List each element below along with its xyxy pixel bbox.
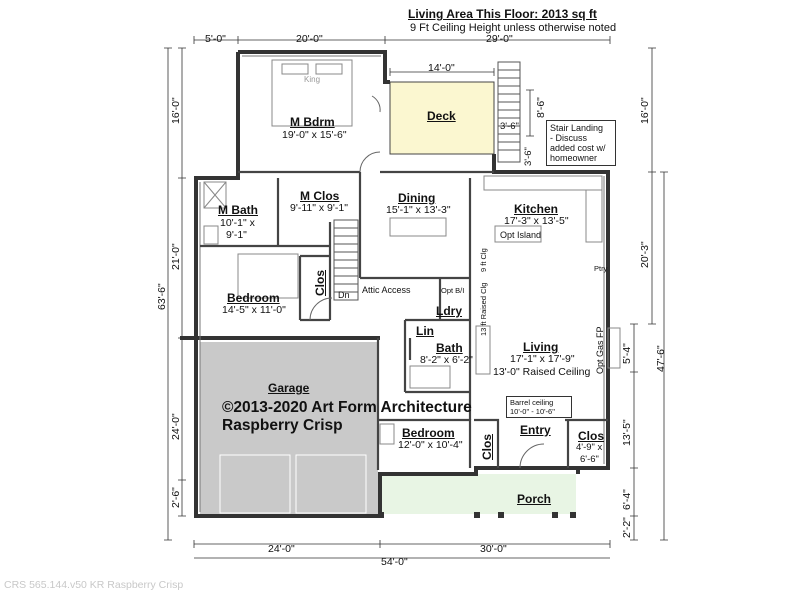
- dim-right-fp: 5'-4": [621, 343, 633, 364]
- deck-stair: [497, 61, 521, 163]
- barrel-ceiling-line2: 10'-0" - 10'-6": [510, 407, 555, 416]
- bath-name: Bath: [436, 341, 463, 355]
- laundry-name: Ldry: [436, 304, 463, 318]
- garage-name: Garage: [268, 381, 310, 395]
- porch-area: [378, 474, 576, 514]
- m-bath-size-1: 10'-1" x: [220, 217, 255, 229]
- m-bdrm-size: 19'-0" x 15'-6": [282, 129, 347, 141]
- copyright-line2: Raspberry Crisp: [222, 417, 343, 434]
- entry-closet-size-1: 4'-9" x: [576, 442, 603, 453]
- living-name: Living: [523, 340, 559, 354]
- bath-size: 8'-2" x 6'-2": [420, 354, 473, 366]
- pantry-label: Ptry: [594, 264, 608, 273]
- linen-label: Lin: [416, 324, 434, 338]
- m-clos-name: M Clos: [300, 189, 340, 203]
- dim-left-upper: 16'-0": [170, 97, 182, 124]
- bedroom-left-closet-label: Clos: [313, 269, 327, 296]
- deck-area: [389, 81, 495, 155]
- dim-right-porch: 6'-4": [621, 489, 633, 510]
- dim-right-lower: 13'-5": [621, 419, 633, 446]
- dim-top-mid: 20'-0": [296, 33, 323, 45]
- opt-gas-fp-label: Opt Gas FP: [595, 326, 605, 374]
- stair-landing-line1: Stair Landing: [550, 123, 604, 133]
- opt-bi-label: Opt B/I: [441, 286, 465, 295]
- stair-landing-line4: homeowner: [550, 153, 598, 163]
- dim-left-total: 63'-6": [156, 283, 168, 310]
- ceiling-13ft-label: 13 ft Raised Clg: [479, 282, 488, 336]
- ceiling-height-note: 9 Ft Ceiling Height unless otherwise not…: [410, 22, 617, 34]
- living-size: 17'-1" x 17'-9": [510, 353, 575, 365]
- living-raised-ceiling: 13'-0" Raised Ceiling: [493, 366, 591, 378]
- bedroom-front-name: Bedroom: [402, 426, 455, 440]
- bedroom-front-size: 12'-0" x 10'-4": [398, 439, 463, 451]
- m-bath-name: M Bath: [218, 203, 258, 217]
- dim-bottom-left: 24'-0": [268, 543, 295, 555]
- dining-name: Dining: [398, 191, 436, 205]
- king-bed-label: King: [304, 75, 321, 84]
- stair-landing-line3: added cost w/: [550, 143, 606, 153]
- dim-left-garage: 24'-0": [170, 413, 182, 440]
- dim-deck-stair-h: 3'-6": [500, 121, 519, 132]
- copyright-line1: ©2013-2020 Art Form Architecture: [222, 399, 472, 416]
- garage-area: [200, 342, 378, 514]
- dim-right-total: 47'-6": [655, 345, 667, 372]
- entry-name: Entry: [520, 423, 551, 437]
- kitchen-size: 17'-3" x 13'-5": [504, 215, 569, 227]
- entry-closet-size-2: 6'-6": [580, 454, 599, 465]
- deck-name: Deck: [427, 109, 456, 123]
- kitchen-name: Kitchen: [514, 202, 559, 216]
- dim-right-kitchen: 20'-3": [639, 241, 651, 268]
- dim-deck-width: 14'-0": [428, 62, 455, 74]
- dim-left-bottom: 2'-6": [170, 487, 182, 508]
- m-clos-size: 9'-11" x 9'-1": [290, 202, 348, 214]
- living-area-title: Living Area This Floor: 2013 sq ft: [408, 7, 597, 21]
- plan-code-footer: CRS 565.144.v50 KR Raspberry Crisp: [4, 579, 184, 591]
- dim-deck-stair-v: 8'-6": [535, 97, 547, 118]
- dining-size: 15'-1" x 13'-3": [386, 204, 451, 216]
- barrel-ceiling-line1: Barrel ceiling: [510, 398, 554, 407]
- exterior-wall-inner-lines: [199, 55, 605, 512]
- bedroom-left-name: Bedroom: [227, 291, 280, 305]
- exterior-walls: [180, 50, 610, 518]
- opt-island-label: Opt Island: [500, 230, 542, 240]
- ceiling-9ft-label: 9 ft Clg: [479, 248, 488, 272]
- interior-stair: [333, 219, 359, 301]
- barrel-ceiling-note: Barrel ceiling 10'-0" - 10'-6": [506, 396, 572, 418]
- attic-access-label: Attic Access: [362, 285, 411, 295]
- m-bath-size-2: 9'-1": [226, 229, 247, 241]
- dim-right-upper: 16'-0": [639, 97, 651, 124]
- m-bdrm-name: M Bdrm: [290, 115, 335, 129]
- bedroom-left-size: 14'-5" x 11'-0": [222, 304, 286, 316]
- stair-landing-note: Stair Landing - Discuss added cost w/ ho…: [546, 120, 616, 166]
- dim-left-mid: 21'-0": [170, 243, 182, 270]
- entry-closet-name: Clos: [578, 429, 605, 443]
- porch-posts: [378, 512, 576, 518]
- dim-bottom-right: 30'-0": [480, 543, 507, 555]
- dim-bottom-total: 54'-0": [381, 556, 408, 568]
- dimension-lines: [164, 36, 668, 559]
- bedroom-front-closet-label: Clos: [480, 433, 494, 460]
- door-swings: [309, 95, 545, 469]
- interior-walls: [200, 170, 608, 470]
- dim-top-left: 5'-0": [205, 33, 226, 45]
- dim-right-bottom: 2'-2": [621, 517, 633, 538]
- stair-landing-line2: - Discuss: [550, 133, 588, 143]
- porch-name: Porch: [517, 492, 552, 506]
- furniture: [203, 59, 621, 514]
- dim-top-right: 29'-0": [486, 33, 513, 45]
- stair-down-label: Dn: [338, 290, 350, 300]
- dim-deck-stair-v2: 3'-6": [523, 147, 534, 166]
